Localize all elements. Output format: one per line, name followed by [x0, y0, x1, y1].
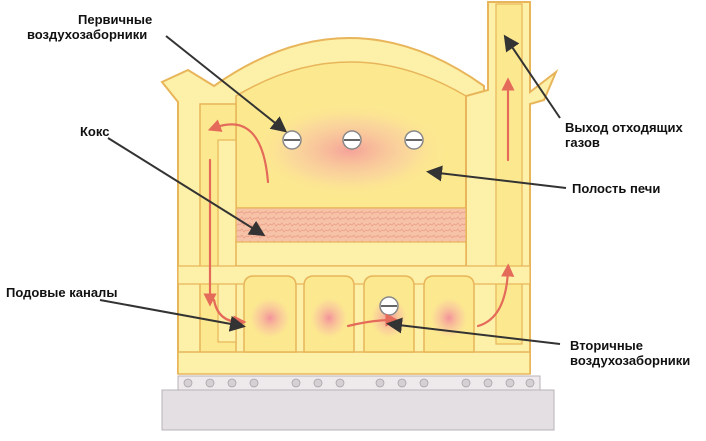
label-primary-air-line2: воздухозаборники	[26, 27, 148, 42]
pointer-lines	[99, 34, 567, 345]
vent-icon	[282, 130, 302, 150]
label-coke: Кокс	[80, 124, 110, 139]
label-flue-gas-line1: Выход отходящих	[565, 120, 683, 135]
pointer-primary-air	[165, 35, 288, 133]
coke-bed	[235, 207, 467, 243]
label-secondary-air: Вторичные воздухозаборники	[570, 338, 690, 368]
label-primary-air-line1: Первичные	[78, 12, 153, 27]
label-secondary-air-line2: воздухозаборники	[570, 353, 691, 368]
base-platform	[161, 375, 555, 431]
pointer-coke	[107, 137, 266, 237]
pointer-sole-flues	[99, 299, 246, 332]
primary-air-inlets	[282, 130, 424, 150]
label-sole-flues: Подовые каналы	[6, 285, 118, 300]
label-secondary-air-line1: Вторичные	[570, 338, 644, 353]
vent-icon	[404, 130, 424, 150]
pointer-oven-cavity	[426, 165, 567, 189]
label-flue-gas: Выход отходящих газов	[565, 120, 683, 150]
secondary-air-inlet	[379, 296, 399, 316]
vent-icon	[342, 130, 362, 150]
label-oven-cavity: Полость печи	[572, 181, 661, 196]
oven-cavity-heat	[250, 102, 450, 198]
pointer-secondary-air	[386, 317, 561, 345]
pointer-flue-gas	[503, 34, 561, 119]
label-flue-gas-line2: газов	[565, 135, 600, 150]
label-primary-air: Первичные воздухозаборники	[27, 12, 153, 42]
